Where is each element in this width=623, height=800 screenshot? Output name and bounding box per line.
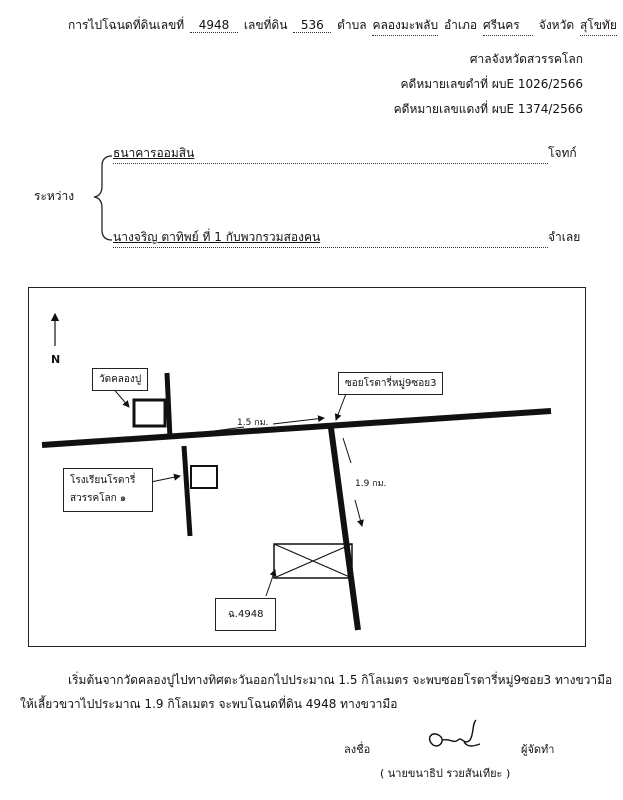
main-road bbox=[41, 408, 552, 448]
plaintiff-row: ธนาคารออมสินโจทก์ bbox=[113, 144, 577, 164]
deed-parcel-icon bbox=[273, 543, 353, 579]
between-brace bbox=[93, 155, 113, 241]
header-province-label: จังหวัด bbox=[538, 18, 575, 32]
north-label: N bbox=[51, 353, 61, 366]
deed-pointer-arrow bbox=[265, 569, 277, 597]
school-label-box: โรงเรียนโรตารี่ สวรรคโลก ๑ bbox=[63, 468, 153, 512]
school-label-line2: สวรรคโลก ๑ bbox=[70, 493, 127, 504]
sign-label: ลงชื่อ bbox=[344, 743, 371, 756]
red-case-number: คดีหมายเลขแดงที่ ผบE 1374/2566 bbox=[393, 102, 583, 116]
defendant-row: นางจริญ ตาทิพย์ ที่ 1 กับพวกรวมสองคนจำเล… bbox=[113, 228, 580, 248]
header-district: ศรีนคร bbox=[482, 16, 533, 36]
header-subdistrict: คลองมะพลับ bbox=[372, 16, 439, 36]
location-map: N วัดคลองปู โรงเรียนโรตารี่ สวรรคโลก ๑ ซ… bbox=[28, 287, 586, 647]
plaintiff-role: โจทก์ bbox=[548, 146, 577, 160]
signature-mark-icon bbox=[428, 719, 481, 747]
defendant-name: นางจริญ ตาทิพย์ ที่ 1 กับพวกรวมสองคน bbox=[113, 228, 548, 248]
black-case-number: คดีหมายเลขดำที่ ผบE 1026/2566 bbox=[400, 77, 584, 91]
header-district-label: อำเภอ bbox=[443, 18, 478, 32]
soi-road bbox=[328, 427, 361, 631]
soi-pointer-arrow bbox=[334, 390, 348, 421]
map-drawing bbox=[41, 312, 552, 631]
header-title-prefix: การไปโฉนดที่ดินเลขที่ bbox=[68, 18, 185, 32]
description-line-2: ให้เลี้ยวขวาไปประมาณ 1.9 กิโลเมตร จะพบโฉ… bbox=[20, 697, 398, 711]
school-label-line1: โรงเรียนโรตารี่ bbox=[70, 475, 136, 486]
header-province: สุโขทัย bbox=[579, 16, 617, 36]
deed-label-box: ฉ.4948 bbox=[215, 598, 277, 631]
header-land-no-label: เลขที่ดิน bbox=[243, 18, 288, 32]
header-subdistrict-label: ตำบล bbox=[337, 18, 367, 32]
soi-label: ซอยโรตารี่หมู่9ซอย3 bbox=[345, 378, 437, 389]
school-road bbox=[181, 445, 193, 537]
description-line-1: เริ่มต้นจากวัดคลองปูไปทางทิศตะวันออกไปปร… bbox=[68, 673, 613, 687]
school-building-icon bbox=[190, 465, 218, 489]
header-land-no: 536 bbox=[293, 18, 332, 33]
distance-2-label: 1.9 กม. bbox=[355, 479, 387, 489]
deed-label: ฉ.4948 bbox=[228, 609, 264, 620]
between-label: ระหว่าง bbox=[34, 189, 75, 203]
plaintiff-name: ธนาคารออมสิน bbox=[113, 144, 548, 164]
dist1-arrow-right bbox=[272, 415, 325, 425]
court-name: ศาลจังหวัดสวรรคโลก bbox=[469, 52, 583, 66]
soi-label-box: ซอยโรตารี่หมู่9ซอย3 bbox=[338, 372, 444, 395]
signer-name: ( นายขนาธิป รวยสันเทียะ ) bbox=[380, 767, 511, 780]
signer-role: ผู้จัดทำ bbox=[521, 743, 555, 756]
dist2-arrow-bottom bbox=[354, 499, 364, 527]
temple-road bbox=[164, 372, 173, 439]
dist1-arrow-left bbox=[183, 426, 245, 436]
temple-label-box: วัดคลองปู bbox=[92, 368, 149, 391]
distance-1-label: 1.5 กม. bbox=[237, 418, 269, 428]
temple-building-icon bbox=[132, 398, 167, 428]
document-header: การไปโฉนดที่ดินเลขที่ 4948 เลขที่ดิน 536… bbox=[68, 16, 619, 36]
temple-label: วัดคลองปู bbox=[99, 374, 142, 385]
defendant-role: จำเลย bbox=[548, 230, 581, 244]
dist2-arrow-top bbox=[342, 437, 352, 464]
header-deed-no: 4948 bbox=[190, 18, 239, 33]
